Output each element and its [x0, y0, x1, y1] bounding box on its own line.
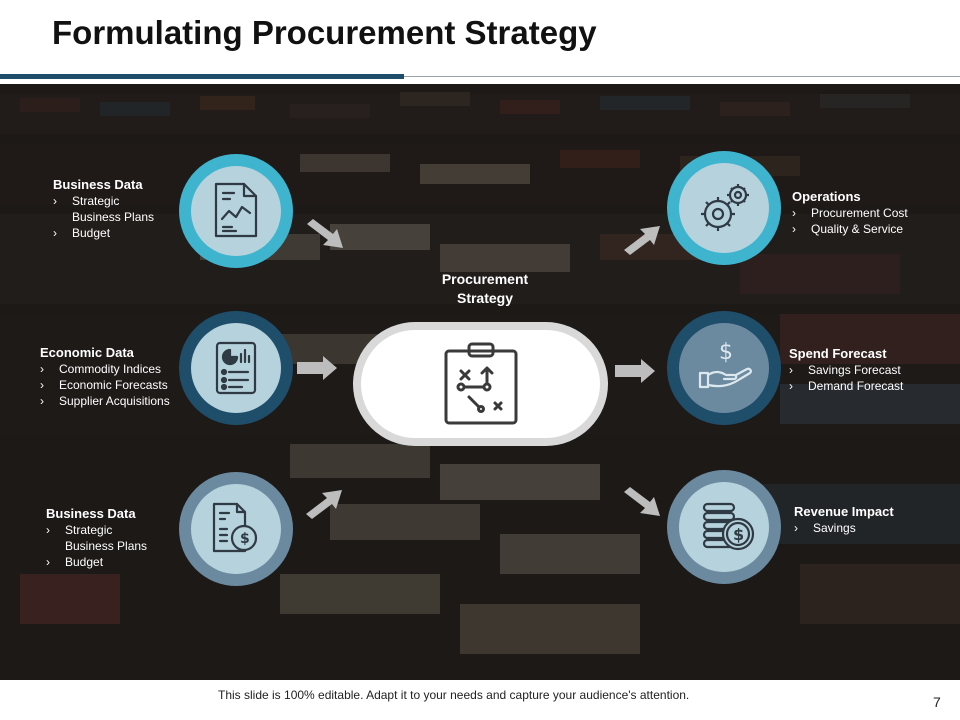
dollar-hand-icon: $ [698, 340, 752, 389]
right-block-2: Spend Forecast Savings Forecast Demand F… [789, 345, 929, 394]
slide-title: Formulating Procurement Strategy [52, 14, 597, 51]
business-data-circle-bottom: $ [179, 472, 293, 586]
center-title-line2: Strategy [456, 290, 514, 306]
title-rule-accent [0, 74, 404, 79]
right-block-3-heading: Revenue Impact [794, 504, 894, 519]
svg-text:$: $ [733, 525, 744, 544]
center-pill-inner [361, 330, 600, 438]
list-item: Budget [46, 554, 171, 570]
right-block-2-heading: Spend Forecast [789, 346, 887, 361]
arrow-top-left [307, 219, 343, 248]
arrow-middle-right [615, 359, 655, 383]
left-block-3-heading: Business Data [46, 506, 136, 521]
document-chart-icon [214, 182, 258, 238]
arrow-bottom-right [624, 487, 660, 516]
list-item: Demand Forecast [789, 378, 929, 394]
business-data-circle-top [179, 154, 293, 268]
center-pill [353, 322, 608, 446]
page-number: 7 [933, 694, 941, 710]
operations-circle [667, 151, 781, 265]
strategy-clipboard-icon [444, 342, 518, 425]
list-item: Savings [794, 520, 934, 536]
right-block-3: Revenue Impact Savings [794, 503, 934, 536]
revenue-impact-circle: $ [667, 470, 781, 584]
arrow-middle-left [297, 356, 337, 380]
list-item: Economic Forecasts [40, 377, 186, 393]
center-title: Procurement Strategy [410, 270, 560, 308]
list-item: Budget [53, 225, 178, 241]
list-item: Procurement Cost [792, 205, 932, 221]
list-item: Supplier Acquisitions [40, 393, 186, 409]
spend-forecast-circle: $ [667, 311, 781, 425]
economic-data-circle [179, 311, 293, 425]
svg-text:$: $ [240, 531, 250, 547]
footer-note: This slide is 100% editable. Adapt it to… [218, 688, 690, 702]
list-item: Quality & Service [792, 221, 932, 237]
left-block-2-heading: Economic Data [40, 345, 134, 360]
right-block-1-heading: Operations [792, 189, 861, 204]
arrow-bottom-left [306, 490, 342, 519]
right-block-1: Operations Procurement Cost Quality & Se… [792, 188, 932, 237]
coin-stack-icon: $ [702, 502, 755, 551]
list-item: Savings Forecast [789, 362, 929, 378]
gears-icon [701, 184, 749, 231]
arrow-top-right [624, 226, 660, 255]
svg-text:$: $ [719, 340, 733, 365]
report-icon [215, 341, 257, 395]
left-block-2: Economic Data Commodity Indices Economic… [40, 344, 186, 409]
footer-bar [0, 680, 960, 720]
left-block-1-heading: Business Data [53, 177, 143, 192]
title-rule-line [404, 76, 960, 77]
list-item: Commodity Indices [40, 361, 186, 377]
financial-document-icon: $ [212, 502, 258, 553]
center-title-line1: Procurement [441, 271, 529, 287]
